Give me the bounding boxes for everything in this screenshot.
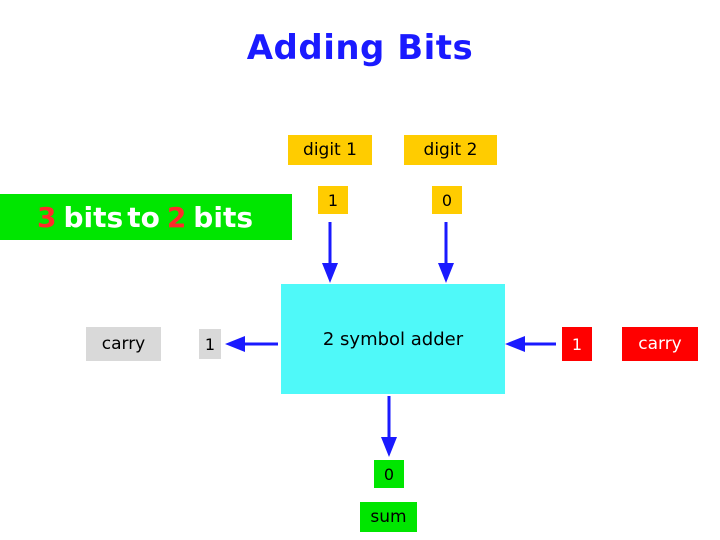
banner-first-number: 3 — [37, 200, 57, 234]
arrow-carryin-to-adder — [225, 336, 278, 352]
adder-block: 2 symbol adder — [281, 284, 505, 394]
digit1-value: 1 — [318, 186, 348, 214]
arrow-adder-to-sum — [381, 396, 397, 457]
arrow-digit1-to-adder — [322, 222, 338, 283]
page-title: Adding Bits — [246, 28, 474, 68]
carry-in-value: 1 — [199, 329, 221, 359]
sum-label: sum — [360, 502, 417, 532]
carry-out-value: 1 — [562, 327, 592, 361]
digit1-label: digit 1 — [288, 135, 372, 165]
bits-conversion-banner: 3 bits to 2 bits — [0, 194, 292, 240]
carry-out-label: carry — [622, 327, 698, 361]
banner-bits-word-2: bits — [193, 200, 253, 234]
banner-second-number: 2 — [166, 200, 187, 234]
sum-value: 0 — [374, 460, 404, 488]
banner-to-word: to — [127, 200, 160, 234]
carry-in-label: carry — [86, 327, 161, 361]
digit2-label: digit 2 — [404, 135, 497, 165]
banner-bits-word-1: bits — [63, 200, 124, 234]
digit2-value: 0 — [432, 186, 462, 214]
arrow-digit2-to-adder — [438, 222, 454, 283]
arrow-carryout-from-adder — [505, 336, 556, 352]
